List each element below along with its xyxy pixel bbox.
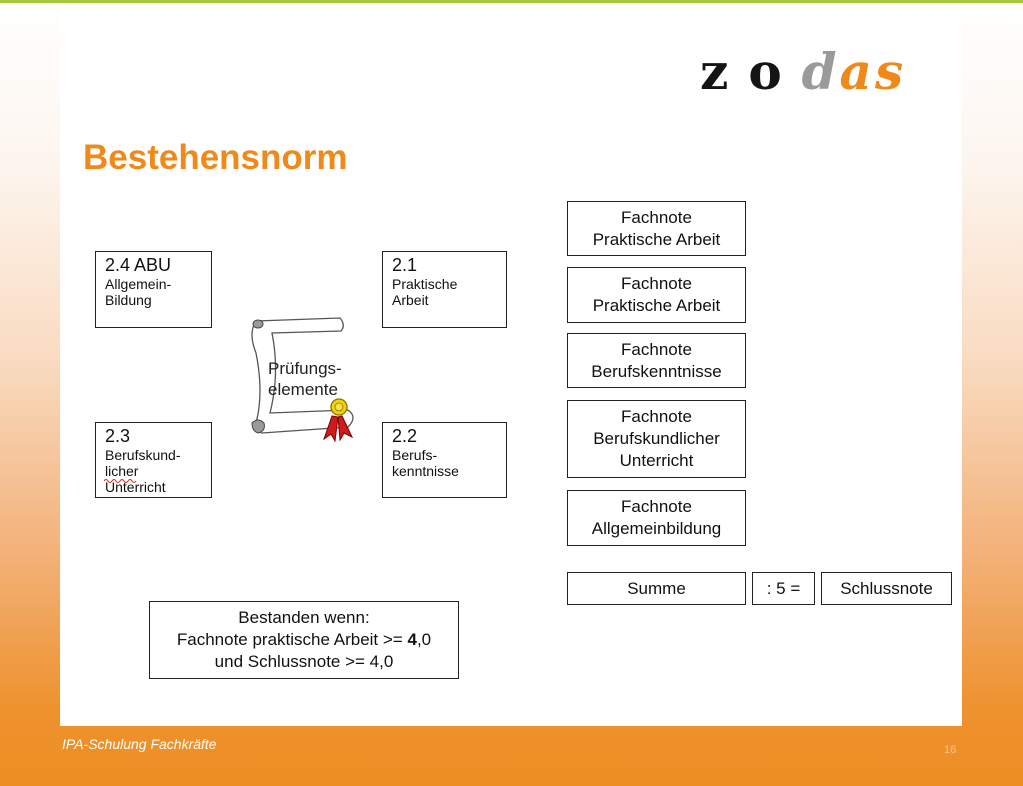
logo-letter-z: z (700, 42, 732, 101)
element-box-berufskundlicher-unterricht: 2.3 Berufskund- licher Unterricht (95, 422, 212, 498)
element-box-berufskenntnisse: 2.2 Berufs- kenntnisse (382, 422, 507, 498)
element-box-praktische-arbeit: 2.1 Praktische Arbeit (382, 251, 507, 328)
element-number: 2.3 (105, 426, 131, 446)
divide-box: : 5 = (752, 572, 815, 605)
fachnote-box: Fachnote Berufskundlicher Unterricht (567, 400, 746, 478)
certificate-scroll-icon (251, 317, 354, 443)
passing-condition-box: Bestanden wenn: Fachnote praktische Arbe… (149, 601, 459, 679)
summe-box: Summe (567, 572, 746, 605)
scroll-label: Prüfungs- elemente (268, 359, 342, 399)
element-number: 2.4 ABU (105, 255, 172, 275)
element-description: Berufs- kenntnisse (392, 447, 459, 479)
element-number: 2.1 (392, 255, 418, 275)
element-description: Berufskund- licher Unterricht (105, 447, 181, 495)
logo-letter-o: o (748, 42, 785, 101)
element-box-abu: 2.4 ABU Allgemein- Bildung (95, 251, 212, 328)
logo-letter-d: d (801, 42, 840, 101)
fachnote-box: Fachnote Praktische Arbeit (567, 267, 746, 323)
fachnote-box: Fachnote Allgemeinbildung (567, 490, 746, 546)
fachnote-box: Fachnote Berufskenntnisse (567, 333, 746, 388)
spellcheck-underline (104, 479, 137, 483)
footer-text: IPA-Schulung Fachkräfte (62, 736, 217, 752)
element-description: Praktische Arbeit (392, 276, 458, 308)
fachnote-box: Fachnote Praktische Arbeit (567, 201, 746, 256)
element-number: 2.2 (392, 426, 418, 446)
top-accent-line (0, 0, 1023, 3)
passing-condition-line2: Fachnote praktische Arbeit >= 4,0 (176, 630, 432, 649)
slide-title: Bestehensnorm (83, 138, 348, 177)
schlussnote-box: Schlussnote (821, 572, 952, 605)
passing-condition-line3: und Schlussnote >= 4,0 (214, 652, 394, 671)
passing-condition-line1: Bestanden wenn: (238, 608, 370, 627)
zodas-logo: z o das (700, 42, 906, 101)
page-number: 16 (944, 744, 957, 756)
logo-letters-as: as (839, 42, 907, 101)
element-description: Allgemein- Bildung (105, 276, 172, 308)
